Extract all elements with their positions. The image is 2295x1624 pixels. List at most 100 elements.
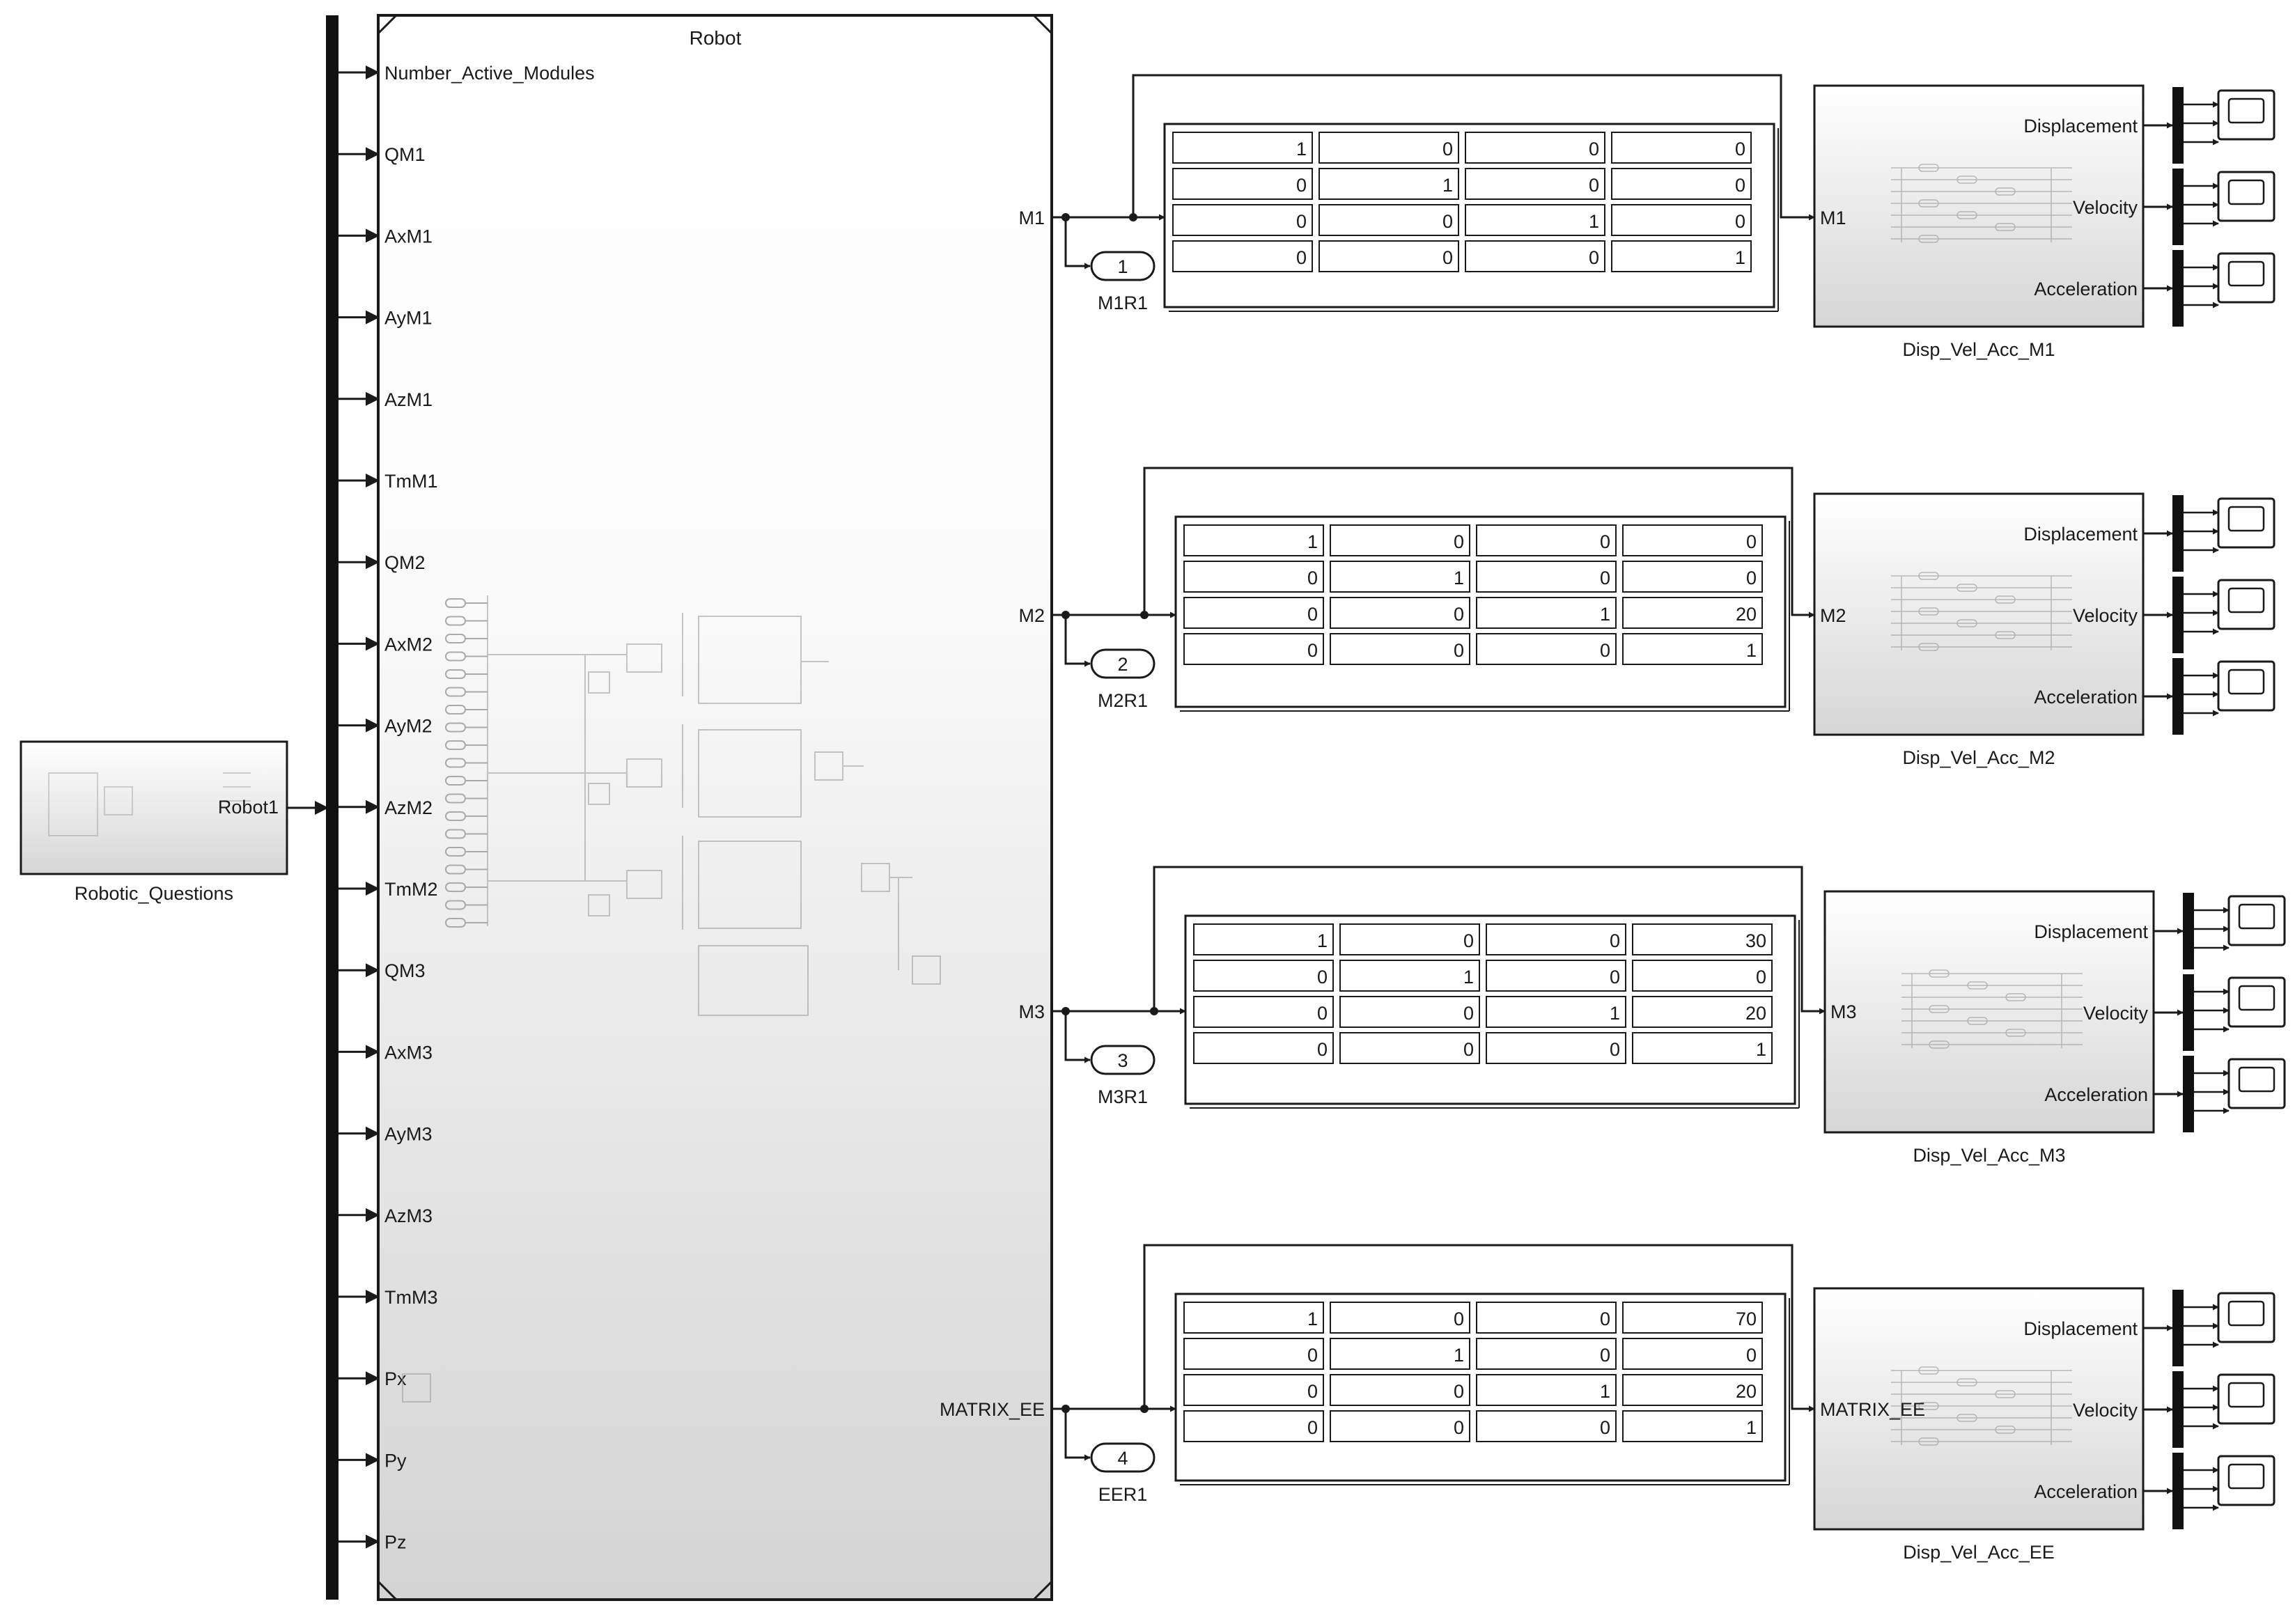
robot-port-aym2: AyM2 xyxy=(384,716,433,737)
matrix-cell-value: 0 xyxy=(1296,247,1307,268)
matrix-cell-value: 0 xyxy=(1454,1381,1464,1402)
outport-signal-line[interactable] xyxy=(1064,1011,1091,1063)
matrix-cell-value: 0 xyxy=(1589,175,1599,196)
matrix-cell xyxy=(1465,204,1605,236)
subsystem-output-displacement: Displacement xyxy=(2034,921,2148,942)
outport-2[interactable] xyxy=(1090,648,1156,679)
matrix-cell xyxy=(1172,240,1313,272)
outport-1[interactable] xyxy=(1090,251,1156,281)
matrix-cell-value: 1 xyxy=(1307,1309,1318,1329)
subsystem-output-velocity: Velocity xyxy=(2083,1003,2149,1024)
subsystem-output-displacement: Displacement xyxy=(2023,524,2138,545)
matrix-cell xyxy=(1611,240,1752,272)
matrix-cell xyxy=(1465,168,1605,200)
robot-output-m2: M2 xyxy=(1018,605,1045,626)
demux-bar[interactable] xyxy=(326,15,339,1600)
matrix-cell-value: 0 xyxy=(1463,930,1474,951)
matrix-cell-value: 70 xyxy=(1736,1309,1757,1329)
robot-internal-thumbnail xyxy=(402,595,941,1403)
matrix-cell-value: 1 xyxy=(1746,1417,1757,1438)
matrix-cell-value: 1 xyxy=(1442,175,1453,196)
subsystem-output-displacement: Displacement xyxy=(2023,1318,2138,1339)
subsystem-disp-vel-acc-m2[interactable]: M2Disp_Vel_Acc_M2DisplacementVelocityAcc… xyxy=(1813,492,2145,768)
output-demux-bar[interactable] xyxy=(2172,577,2184,653)
matrix-cell xyxy=(1183,1338,1324,1370)
subsystem-input-port: M3 xyxy=(1830,1001,1857,1022)
subsystem-input-signal[interactable] xyxy=(1143,1244,1815,1412)
robotic-questions-block[interactable]: Robot1 Robotic_Questions xyxy=(20,740,288,904)
matrix-cell-value: 0 xyxy=(1600,1417,1610,1438)
matrix-cell-value: 0 xyxy=(1442,211,1453,232)
robot-output-matrix-ee: MATRIX_EE xyxy=(940,1399,1045,1420)
output-demux-bar[interactable] xyxy=(2183,974,2194,1051)
matrix-cell xyxy=(1476,1302,1617,1334)
matrix-cell-value: 20 xyxy=(1745,1003,1766,1024)
outport-signal-line[interactable] xyxy=(1064,615,1091,667)
matrix-cell-value: 0 xyxy=(1317,967,1328,987)
matrix-cell-value: 0 xyxy=(1463,1039,1474,1060)
matrix-cell-value: 0 xyxy=(1589,247,1599,268)
scope-screen-icon xyxy=(2238,1066,2275,1093)
robot-port-axm3: AxM3 xyxy=(384,1042,433,1063)
matrix-cell xyxy=(1183,1302,1324,1334)
robot-port-px: Px xyxy=(384,1368,407,1389)
matrix-cell-value: 1 xyxy=(1296,139,1307,159)
output-demux-bar[interactable] xyxy=(2172,1371,2184,1448)
subsystem-disp-vel-acc-m1[interactable]: M1Disp_Vel_Acc_M1DisplacementVelocityAcc… xyxy=(1813,84,2145,360)
matrix-cell xyxy=(1339,923,1480,955)
matrix-cell xyxy=(1486,1032,1626,1064)
outport-3[interactable] xyxy=(1090,1045,1156,1075)
output-demux-bar[interactable] xyxy=(2172,1453,2184,1529)
subsystem-thumbnail xyxy=(1901,969,2083,1049)
output-demux-bar[interactable] xyxy=(2172,169,2184,245)
subsystem-frame xyxy=(1813,1287,2145,1531)
subsystem-disp-vel-acc-ee[interactable]: MATRIX_EEDisp_Vel_Acc_EEDisplacementVelo… xyxy=(1813,1287,2145,1563)
matrix-cell-value: 0 xyxy=(1756,967,1766,987)
matrix-cell-value: 0 xyxy=(1610,967,1620,987)
matrix-cell-value: 0 xyxy=(1746,568,1757,588)
robot-port-tmm2: TmM2 xyxy=(384,879,438,900)
output-demux-bar[interactable] xyxy=(2172,495,2184,572)
subsystem-input-signal[interactable] xyxy=(1153,866,1826,1015)
matrix-cell xyxy=(1465,132,1605,164)
subsystem-name: Disp_Vel_Acc_EE xyxy=(1903,1542,2055,1563)
matrix-cell xyxy=(1172,204,1313,236)
matrix-cell xyxy=(1339,1032,1480,1064)
subsystem-frame xyxy=(1823,890,2155,1134)
matrix-cell xyxy=(1330,1374,1470,1406)
matrix-cell xyxy=(1622,1374,1763,1406)
output-demux-bar[interactable] xyxy=(2183,1056,2194,1132)
matrix-cell-value: 0 xyxy=(1317,1039,1328,1060)
outport-signal-line[interactable] xyxy=(1064,217,1091,270)
robot-port-pz: Pz xyxy=(384,1532,407,1553)
output-demux-bar[interactable] xyxy=(2172,658,2184,735)
scope-screen-icon xyxy=(2238,985,2275,1011)
matrix-cell xyxy=(1330,561,1470,593)
robot-port-number-active-modules: Number_Active_Modules xyxy=(384,63,595,84)
robot-port-py: Py xyxy=(384,1450,407,1471)
output-demux-bar[interactable] xyxy=(2172,87,2184,164)
matrix-cell-value: 1 xyxy=(1454,568,1464,588)
subsystem-disp-vel-acc-m3[interactable]: M3Disp_Vel_Acc_M3DisplacementVelocityAcc… xyxy=(1823,890,2155,1166)
subsystem-input-signal[interactable] xyxy=(1132,74,1815,221)
matrix-cell-value: 0 xyxy=(1307,1417,1318,1438)
outport-4[interactable] xyxy=(1090,1442,1156,1473)
matrix-cell-value: 1 xyxy=(1600,1381,1610,1402)
robot-subsystem-block[interactable]: Robot Number_Active_ModulesQM1AxM1AyM1Az… xyxy=(339,14,1053,1601)
matrix-cell xyxy=(1632,960,1773,992)
output-demux-bar[interactable] xyxy=(2172,1290,2184,1366)
matrix-cell-value: 0 xyxy=(1307,568,1318,588)
matrix-cell-value: 20 xyxy=(1736,604,1757,625)
robot-port-aym3: AyM3 xyxy=(384,1124,433,1145)
subsystem-input-signal[interactable] xyxy=(1143,467,1815,618)
outport-signal-line[interactable] xyxy=(1064,1409,1091,1461)
output-demux-bar[interactable] xyxy=(2172,250,2184,327)
matrix-cell xyxy=(1330,1338,1470,1370)
output-demux-bar[interactable] xyxy=(2183,893,2194,969)
matrix-cell xyxy=(1622,1338,1763,1370)
